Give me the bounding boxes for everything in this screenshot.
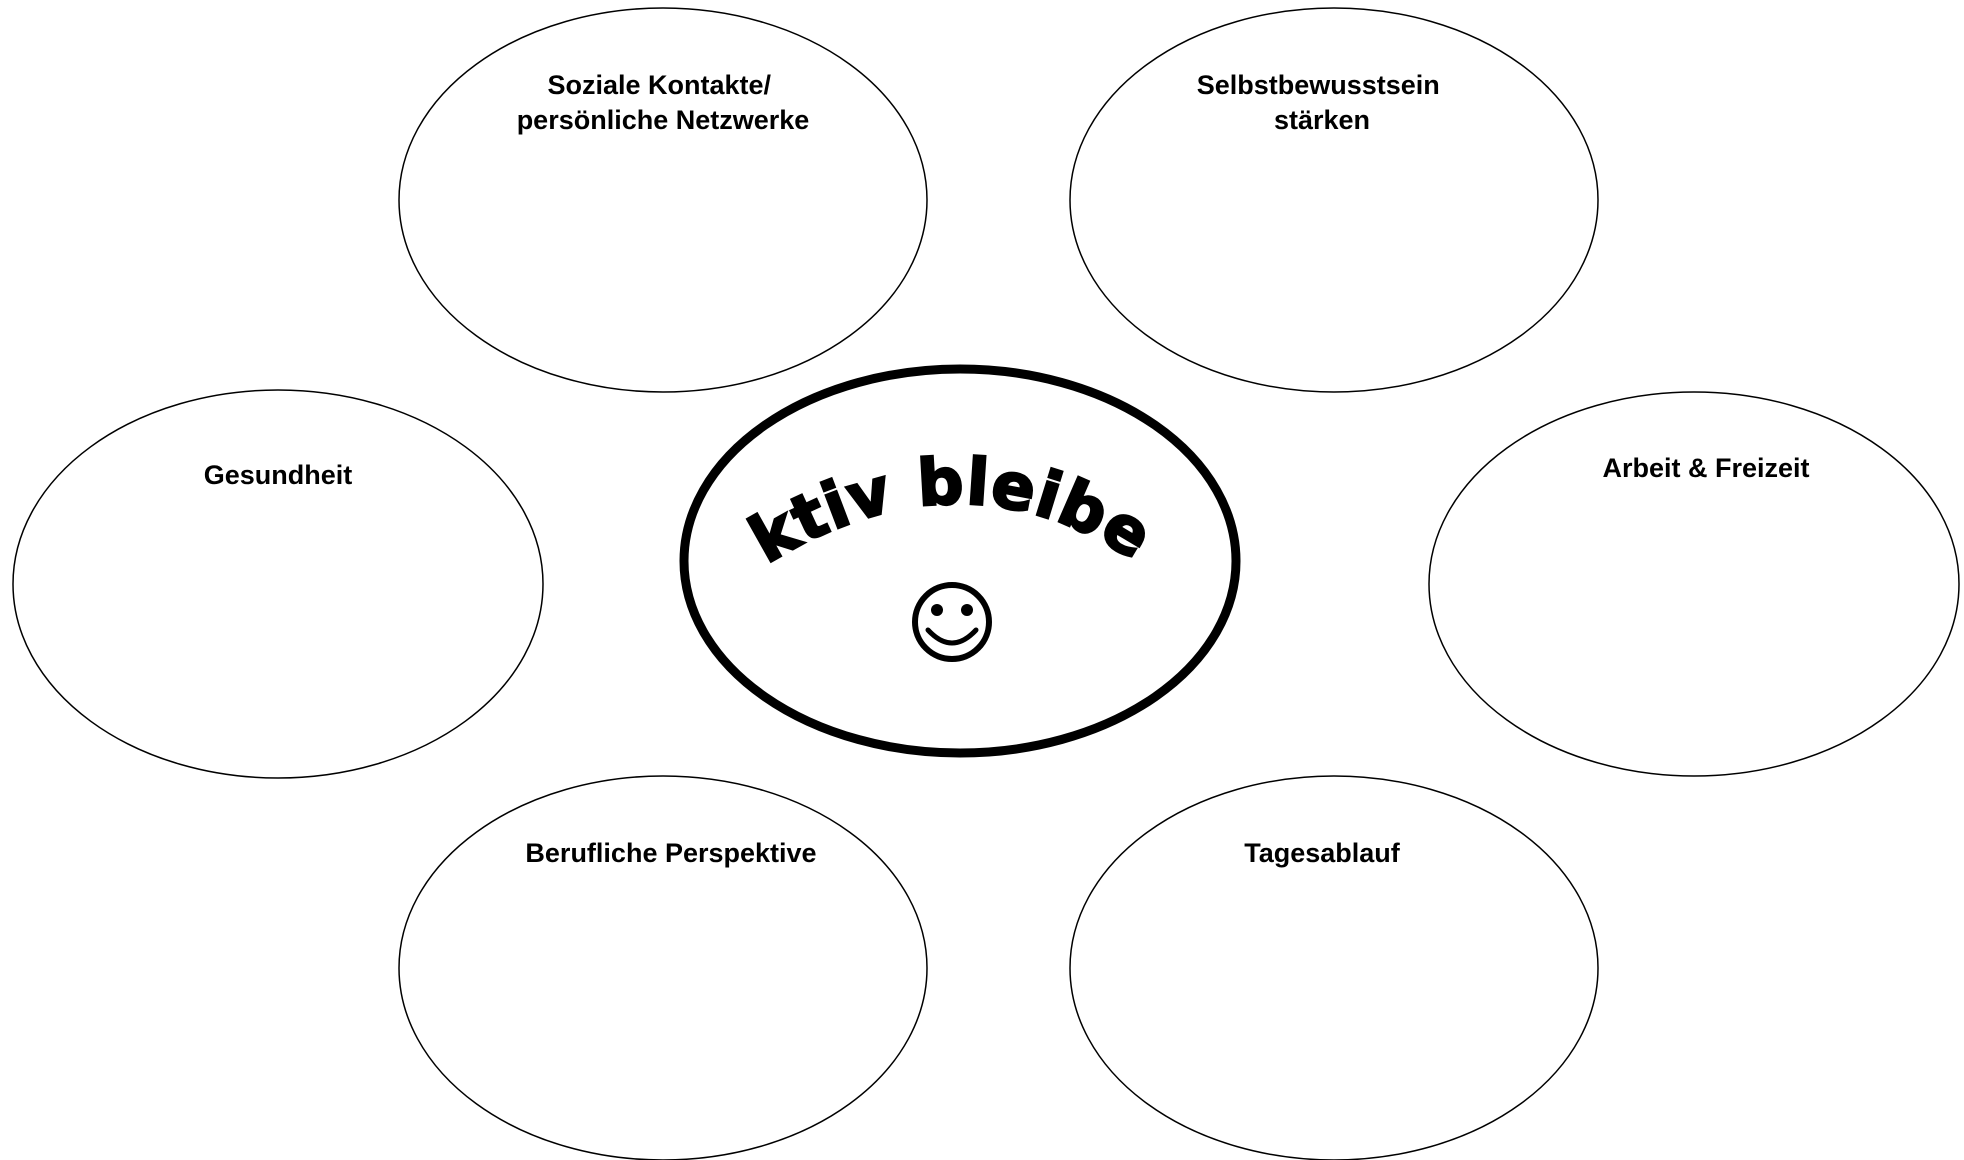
bubble-label-line: Selbstbewusstsein (1197, 70, 1440, 100)
center-bubble-outline (679, 364, 1241, 758)
smiley-face-icon (912, 582, 992, 662)
bubble-outline (1069, 775, 1599, 1160)
bubble-label: Tagesablauf (1244, 838, 1401, 868)
bubble-label-line: Tagesablauf (1244, 838, 1401, 868)
bubble-outline (12, 389, 544, 779)
bubble-label-line: Gesundheit (204, 460, 353, 490)
bubble-label-line: stärken (1274, 105, 1370, 135)
bubble-label: Gesundheit (204, 460, 353, 490)
bubble-label-line: Berufliche Perspektive (525, 838, 816, 868)
bubble-label: Soziale Kontakte/ persönliche Netzwerke (517, 70, 810, 135)
bubble-outline (1069, 7, 1599, 393)
bubble-selbstbewusstsein: Selbstbewusstsein stärken (1069, 7, 1599, 393)
bubble-label-line: Arbeit & Freizeit (1602, 453, 1809, 483)
bubble-outline (398, 775, 928, 1160)
bubble-berufliche-perspektive: Berufliche Perspektive (398, 775, 928, 1160)
bubble-label-line: persönliche Netzwerke (517, 105, 810, 135)
bubble-label: Selbstbewusstsein stärken (1197, 70, 1448, 135)
bubble-label: Berufliche Perspektive (525, 838, 816, 868)
bubble-outline (398, 7, 928, 393)
bubble-outline (1428, 391, 1960, 777)
bubble-tagesablauf: Tagesablauf (1069, 775, 1599, 1160)
bubble-label: Arbeit & Freizeit (1602, 453, 1809, 483)
bubble-arbeit-freizeit: Arbeit & Freizeit (1428, 391, 1960, 777)
bubble-label-line: Soziale Kontakte/ (547, 70, 771, 100)
bubble-soziale-kontakte: Soziale Kontakte/ persönliche Netzwerke (398, 7, 928, 393)
bubble-gesundheit: Gesundheit (12, 389, 544, 779)
